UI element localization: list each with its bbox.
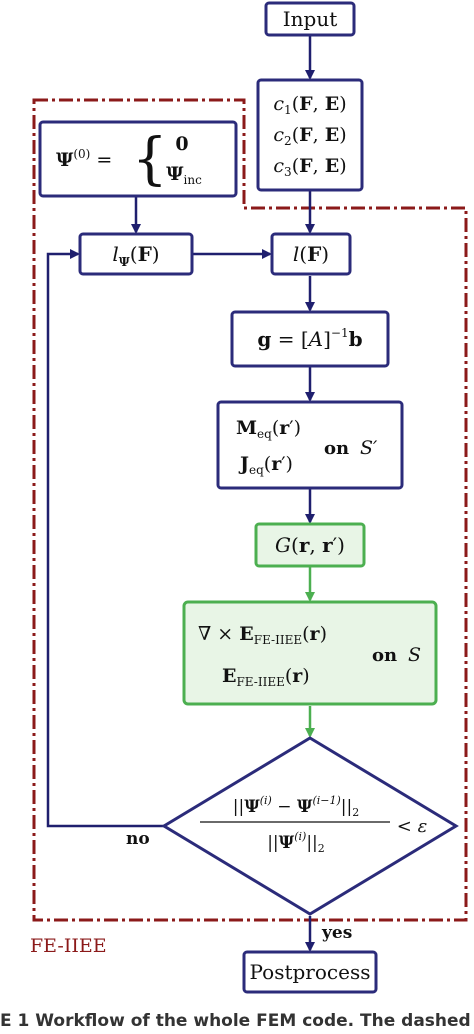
s-prime-label: S′	[360, 437, 378, 459]
postprocess-label: Postprocess	[250, 960, 371, 984]
l-psi-box: lΨ(F)	[78, 232, 194, 276]
s-label: S	[408, 644, 421, 666]
g-box: g = [A]−1b	[230, 310, 390, 368]
meq-expr: Meq(r′)	[236, 417, 301, 441]
input-box: Input	[264, 1, 356, 37]
curl-e-expr: ∇ × EFE-IIEE(r)	[198, 623, 327, 647]
meq-jeq-box: Meq(r′) Jeq(r′) on S′	[216, 400, 404, 490]
l-box: l(F)	[270, 232, 352, 276]
psi0-zero: 0	[175, 133, 188, 155]
fe-iiee-region-border	[32, 98, 468, 922]
arrows	[46, 34, 315, 952]
on-label-sprime: on	[324, 438, 349, 459]
curl-e-box: ∇ × EFE-IIEE(r) EFE-IIEE(r) on S	[182, 600, 438, 706]
psi0-brace: {	[132, 127, 168, 192]
region-label: FE-IIEE	[30, 935, 107, 957]
l-psi-expr: lΨ(F)	[112, 242, 159, 269]
l-expr: l(F)	[293, 242, 329, 266]
denominator-expr: ||Ψ(i)||2	[267, 830, 325, 855]
c-functions-box: c1(F, E) c2(F, E) c3(F, E)	[256, 78, 364, 192]
numerator-expr: ||Ψ(i) − Ψ(i−1)||2	[233, 794, 360, 819]
no-label: no	[126, 829, 150, 849]
g-expr: g = [A]−1b	[257, 326, 362, 351]
input-label: Input	[283, 7, 338, 31]
green-function-box: G(r, r′)	[254, 522, 366, 568]
c3-expr: c3(F, E)	[273, 155, 346, 179]
postprocess-box: Postprocess	[242, 950, 378, 994]
figure-caption: E 1 Workflow of the whole FEM code. The …	[0, 1011, 474, 1029]
convergence-decision: ||Ψ(i) − Ψ(i−1)||2 ||Ψ(i)||2 < ε	[161, 736, 459, 916]
green-function-expr: G(r, r′)	[275, 533, 345, 557]
c1-expr: c1(F, E)	[273, 93, 346, 117]
e-expr: EFE-IIEE(r)	[222, 665, 310, 689]
epsilon-condition: < ε	[397, 816, 427, 837]
c2-expr: c2(F, E)	[273, 124, 346, 148]
arrow-no-loop	[46, 249, 168, 828]
jeq-expr: Jeq(r′)	[238, 453, 293, 477]
psi0-box: Ψ(0) = { 0 Ψinc	[38, 120, 238, 198]
on-label-s: on	[372, 645, 397, 666]
yes-label: yes	[321, 923, 352, 943]
psi0-expr: Ψ(0) =	[56, 147, 112, 171]
psi0-inc: Ψinc	[166, 163, 202, 187]
